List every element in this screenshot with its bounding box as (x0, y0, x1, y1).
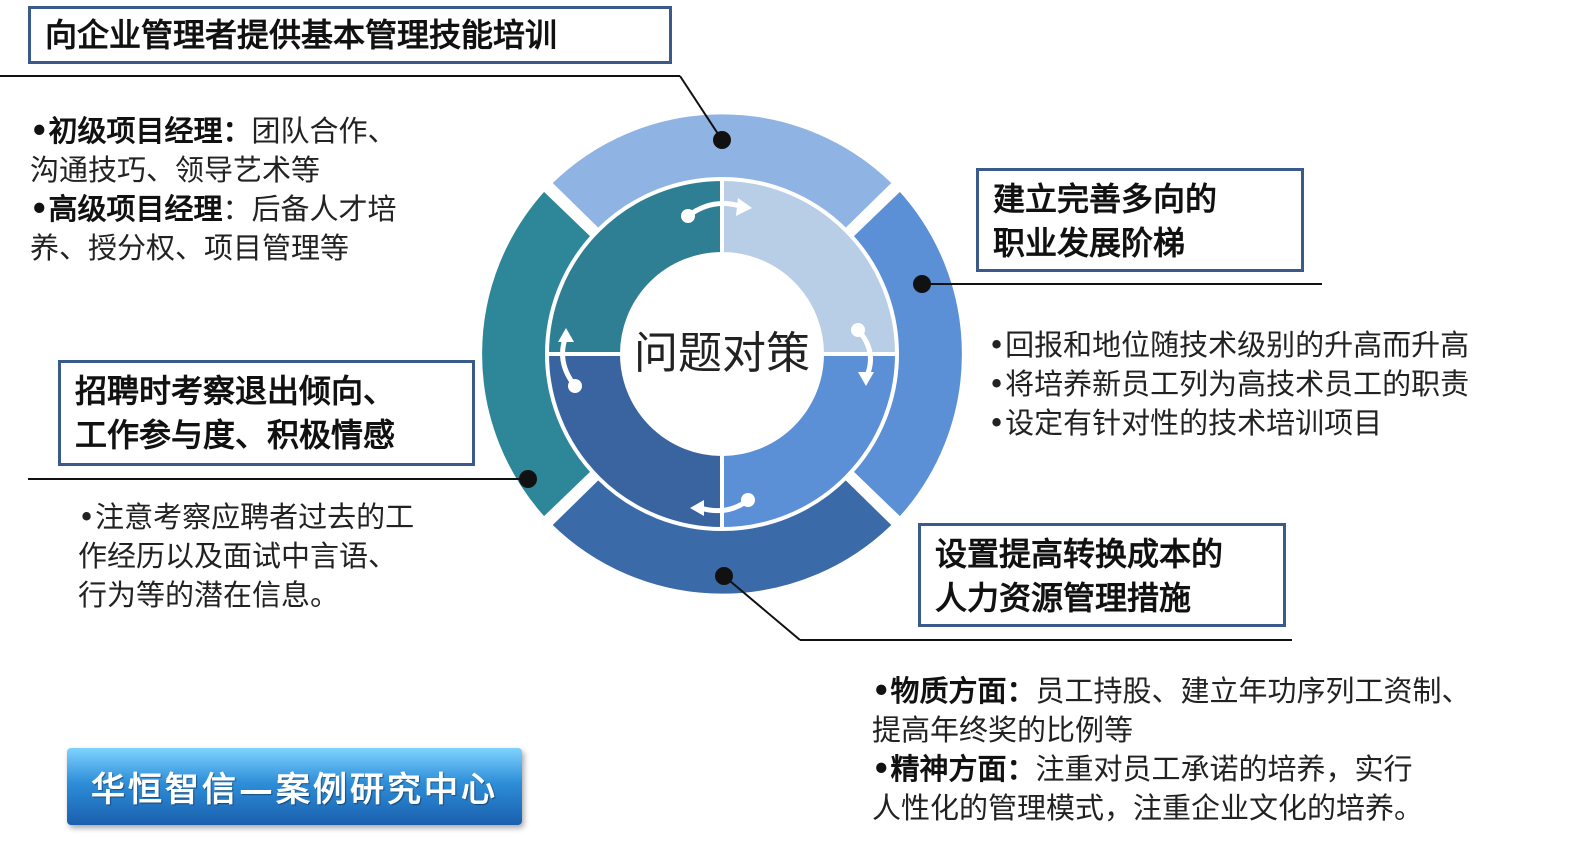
box-top-text: 向企业管理者提供基本管理技能培训 (45, 16, 558, 54)
footer-badge: 华恒智信—案例研究中心 (67, 748, 522, 825)
dot-top (713, 131, 731, 149)
dot-right (913, 275, 931, 293)
box-left-middle-line-1: 招聘时考察退出倾向、 (75, 372, 396, 410)
text-bottom-right-item1-line2: 提高年终奖的比例等 (872, 713, 1134, 747)
text-bottom-right-item2-line2: 人性化的管理模式，注重企业文化的培养。 (872, 791, 1424, 825)
connectors (0, 75, 1322, 641)
box-right-lower: 设置提高转换成本的 人力资源管理措施 (918, 523, 1286, 627)
text-right-middle-line-3: •设定有针对性的技术培训项目 (988, 406, 1383, 440)
text-top-left-item2-bold: •高级项目经理 (30, 192, 223, 226)
text-left-lower-line-1: •注意考察应聘者过去的工 (78, 500, 415, 534)
text-top-left-item2-line2: 养、授分权、项目管理等 (30, 231, 350, 265)
center-circle (624, 256, 820, 452)
box-left-middle-line-2: 工作参与度、积极情感 (75, 416, 396, 454)
text-left-lower-line-2: 作经历以及面试中言语、 (78, 539, 398, 573)
inner-ring-top-left (544, 176, 724, 356)
text-bottom-right-item2-rest: 注重对员工承诺的培养，实行 (1035, 752, 1413, 786)
text-top-left-item1-line2: 沟通技巧、领导艺术等 (30, 153, 321, 187)
text-top-left-item2-rest: ：后备人才培 (222, 192, 397, 226)
center-label: 问题对策 (634, 328, 810, 379)
text-bottom-right-item1-rest: 员工持股、建立年功序列工资制、 (1035, 674, 1471, 708)
text-left-lower-line-3: 行为等的潜在信息。 (78, 578, 340, 612)
text-left-lower: •注意考察应聘者过去的工 作经历以及面试中言语、 行为等的潜在信息。 (78, 498, 414, 615)
box-right-lower-line-1: 设置提高转换成本的 (935, 535, 1224, 573)
box-right-upper: 建立完善多向的 职业发展阶梯 (976, 168, 1304, 272)
box-right-upper-line-1: 建立完善多向的 (993, 180, 1218, 218)
text-right-middle-line-1: •回报和地位随技术级别的升高而升高 (988, 328, 1470, 362)
inner-ring-top-right (720, 176, 900, 356)
footer-text: 华恒智信—案例研究中心 (91, 770, 498, 810)
text-top-left-item1-bold: •初级项目经理： (30, 114, 252, 148)
inner-ring-bottom-left (544, 352, 724, 532)
text-bottom-right-item1-bold: •物质方面： (872, 674, 1036, 708)
inner-ring-bottom-right (720, 352, 900, 532)
text-right-middle-line-2: •将培养新员工列为高技术员工的职责 (988, 367, 1470, 401)
dot-bottom (715, 567, 733, 585)
text-right-middle: •回报和地位随技术级别的升高而升高 •将培养新员工列为高技术员工的职责 •设定有… (988, 326, 1469, 443)
text-bottom-right-item2-bold: •精神方面： (872, 752, 1036, 786)
box-right-lower-line-2: 人力资源管理措施 (935, 579, 1192, 617)
text-bottom-right: •物质方面：员工持股、建立年功序列工资制、 提高年终奖的比例等 •精神方面：注重… (872, 672, 1471, 828)
box-top: 向企业管理者提供基本管理技能培训 (28, 6, 672, 64)
text-top-left: •初级项目经理：团队合作、 沟通技巧、领导艺术等 •高级项目经理：后备人才培 养… (30, 112, 397, 268)
text-top-left-item1-rest: 团队合作、 (251, 114, 397, 148)
box-right-upper-line-2: 职业发展阶梯 (993, 224, 1186, 262)
box-left-middle: 招聘时考察退出倾向、 工作参与度、积极情感 (58, 360, 475, 466)
dot-left (519, 470, 537, 488)
